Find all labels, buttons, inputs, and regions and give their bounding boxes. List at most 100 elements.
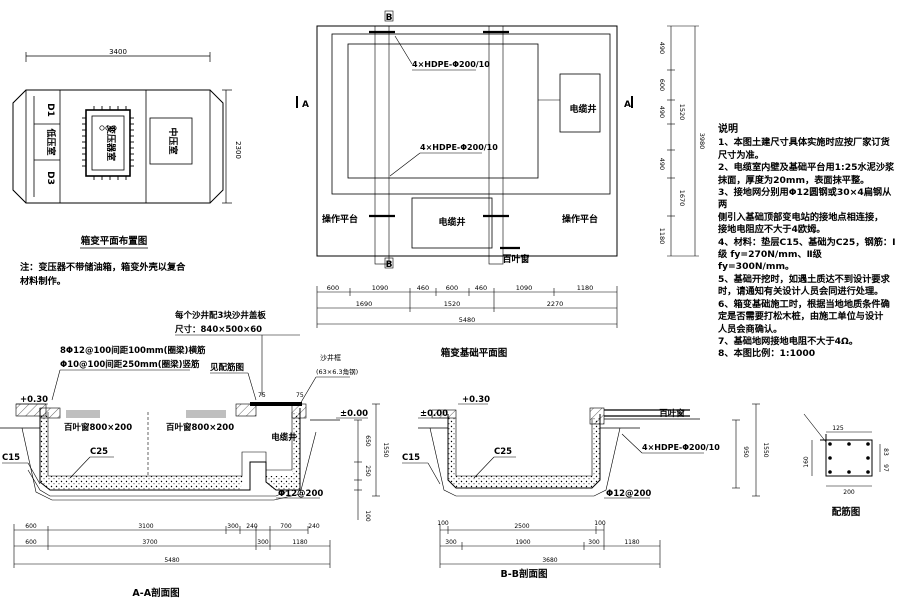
notes-line: 1、本图土建尺寸具体实施时应按厂家订货	[718, 137, 890, 149]
medium-voltage-room-label: 中压室	[167, 127, 179, 154]
vdim-7: 1670	[678, 190, 686, 207]
hdim2-2: 1520	[444, 300, 461, 308]
rebar-dim-right2: 97	[882, 464, 889, 472]
notes-line: 5、基础开挖时，如遇土质达不到设计要求	[718, 273, 890, 285]
notes-line: 8、本图比例：1:1000	[718, 348, 816, 360]
aa-hdim1-1: 600	[25, 523, 37, 530]
box-plan-note-line2: 材料制作。	[20, 275, 66, 287]
vdim-4: 1520	[678, 104, 686, 121]
bb-hdpe: 4×HDPE-Φ200/10	[642, 443, 720, 452]
section-aa: 每个沙井配3块沙井盖板 尺寸：840×500×60 8Φ12@100间距100m…	[0, 310, 389, 599]
bb-hdim2-4: 1180	[624, 539, 639, 546]
aa-louver-right: 百叶窗800×200	[166, 422, 234, 433]
hdim1-1: 600	[327, 284, 339, 292]
aa-louver-left: 百叶窗800×200	[64, 422, 132, 433]
notes-line: 尺寸为准。	[718, 149, 764, 161]
aa-c25: C25	[90, 447, 108, 457]
sand-frame-label: 沙井框	[320, 353, 341, 362]
notes-line: 侧引入基础顶部变电站的接地点相连接，	[718, 211, 884, 223]
rebar-detail-title: 配筋图	[832, 506, 861, 518]
notes-line: 人员会商确认。	[718, 323, 783, 335]
section-marker-b-top: B	[386, 13, 393, 23]
box-width-dim: 3400	[109, 48, 127, 56]
hdim1-3: 460	[417, 284, 429, 292]
hdim-total: 5480	[459, 316, 476, 324]
notes-line: 级 fy=270N/mm、Ⅱ级 fy=300N/mm。	[718, 249, 822, 273]
bb-hdim1-1: 100	[437, 520, 449, 527]
bb-hdim1-3: 100	[594, 520, 606, 527]
aa-elev-ground: ±0.00	[340, 409, 368, 419]
hdim1-6: 1090	[516, 284, 533, 292]
notes-line: 3、接地网分别用Φ12圆钢或30×4扁钢从两	[718, 187, 892, 211]
notes-line: 时，请通知有关设计人员会同进行处理。	[718, 286, 884, 298]
transformer-fins-icon	[82, 106, 134, 180]
notes-line: 接地电阻应不大于4欧姆。	[718, 224, 826, 236]
rebar-note1: 8Φ12@100间距100mm(圈梁)横筋	[60, 345, 206, 356]
vdim-3: 490	[658, 106, 666, 118]
bb-hdim-total: 3680	[542, 557, 557, 564]
room-low-voltage-label: 低压室	[45, 127, 57, 155]
vdim-8: 1180	[658, 228, 666, 245]
aa-vdim-1: 650	[364, 435, 371, 447]
bb-c25: C25	[494, 447, 512, 457]
bb-rebar: Φ12@200	[606, 489, 651, 499]
aa-elev-top: +0.30	[20, 395, 48, 405]
notes-line: 6、箱变基础施工时，根据当地地质条件确	[718, 298, 890, 310]
aa-hdim-total: 5480	[164, 557, 179, 564]
bb-c15: C15	[402, 453, 420, 463]
section-marker-a-right: A	[624, 100, 631, 110]
vdim-2: 600	[658, 79, 666, 91]
hdpe-mid-label: 4×HDPE-Φ200/10	[420, 143, 498, 152]
hdim1-5: 460	[475, 284, 487, 292]
platform-left-label: 操作平台	[322, 213, 358, 225]
room-d3-label: D3	[45, 171, 55, 185]
aa-vdim-4: 100	[364, 510, 371, 522]
aa-hdim1-5: 700	[280, 523, 292, 530]
foundation-plan: 电缆井 电缆井 操作平台 操作平台 百叶窗 4×HDPE-Φ200/10 4×H…	[296, 10, 706, 359]
rebar-bar-icon	[828, 442, 870, 474]
rebar-dim-right1: 83	[882, 448, 889, 456]
aa-cable-well: 电缆井	[271, 432, 297, 443]
rebar-note2: Φ10@100间距250mm(圈梁)竖筋	[60, 359, 200, 370]
aa-title: A-A剖面图	[132, 587, 179, 599]
cable-well-bottom-label: 电缆井	[438, 216, 465, 228]
notes-line: 7、基础地网接地电阻不大于4Ω。	[718, 335, 859, 347]
box-height-dim: 2300	[234, 141, 242, 159]
design-notes: 说明 1、本图土建尺寸具体实施时应按厂家订货 尺寸为准。 2、电缆室内壁及基础平…	[718, 124, 896, 361]
aa-hdim1-3: 300	[227, 523, 239, 530]
vdim-6: 490	[658, 158, 666, 170]
aa-rebar: Φ12@200	[278, 489, 323, 499]
bb-louver: 百叶窗	[659, 408, 685, 419]
box-plan-note-line1: 注：变压器不带储油箱，箱变外壳以复合	[20, 261, 186, 273]
aa-vdim-2: 1550	[382, 442, 389, 457]
aa-small-dim-1: 75	[258, 392, 266, 399]
aa-hdim2-1: 600	[25, 539, 37, 546]
rebar-dim-left: 160	[803, 456, 810, 468]
box-plan-title: 箱变平面布置图	[80, 235, 148, 247]
vdim-1: 490	[658, 42, 666, 54]
notes-title: 说明	[718, 124, 738, 135]
rebar-dim-bottom: 200	[843, 489, 855, 496]
platform-right-label: 操作平台	[562, 213, 598, 225]
cable-well-right-label: 电缆井	[569, 103, 596, 115]
box-plan: 3400 2300	[12, 48, 242, 287]
hdim2-3: 2270	[547, 300, 564, 308]
sand-well-note2: 尺寸：840×500×60	[174, 324, 262, 335]
hdim1-2: 1090	[372, 284, 389, 292]
rebar-dim-top: 125	[832, 425, 844, 432]
section-bb: ±0.00 +0.30 百叶窗 4×HDPE-Φ200/10 C15 C25 Φ…	[402, 395, 769, 580]
bb-hdim2-2: 1900	[515, 539, 530, 546]
notes-line: 2、电缆室内壁及基础平台用1:25水泥沙浆	[718, 162, 895, 174]
hdim1-4: 600	[446, 284, 458, 292]
aa-hdim1-2: 3100	[138, 523, 153, 530]
room-d1-label: D1	[45, 103, 55, 117]
bb-title: B-B剖面图	[501, 568, 548, 580]
notes-line: 抹面，厚度为20mm，表面抹平整。	[718, 174, 870, 186]
rebar-detail: 125 160 83 97 200 配筋图	[803, 413, 889, 518]
aa-small-dim-2: 75	[296, 392, 304, 399]
hdpe-top-label: 4×HDPE-Φ200/10	[412, 60, 490, 69]
section-marker-a-left: A	[302, 100, 309, 110]
bb-hdim1-2: 2500	[514, 523, 529, 530]
aa-hdim1-4: 240	[246, 523, 258, 530]
